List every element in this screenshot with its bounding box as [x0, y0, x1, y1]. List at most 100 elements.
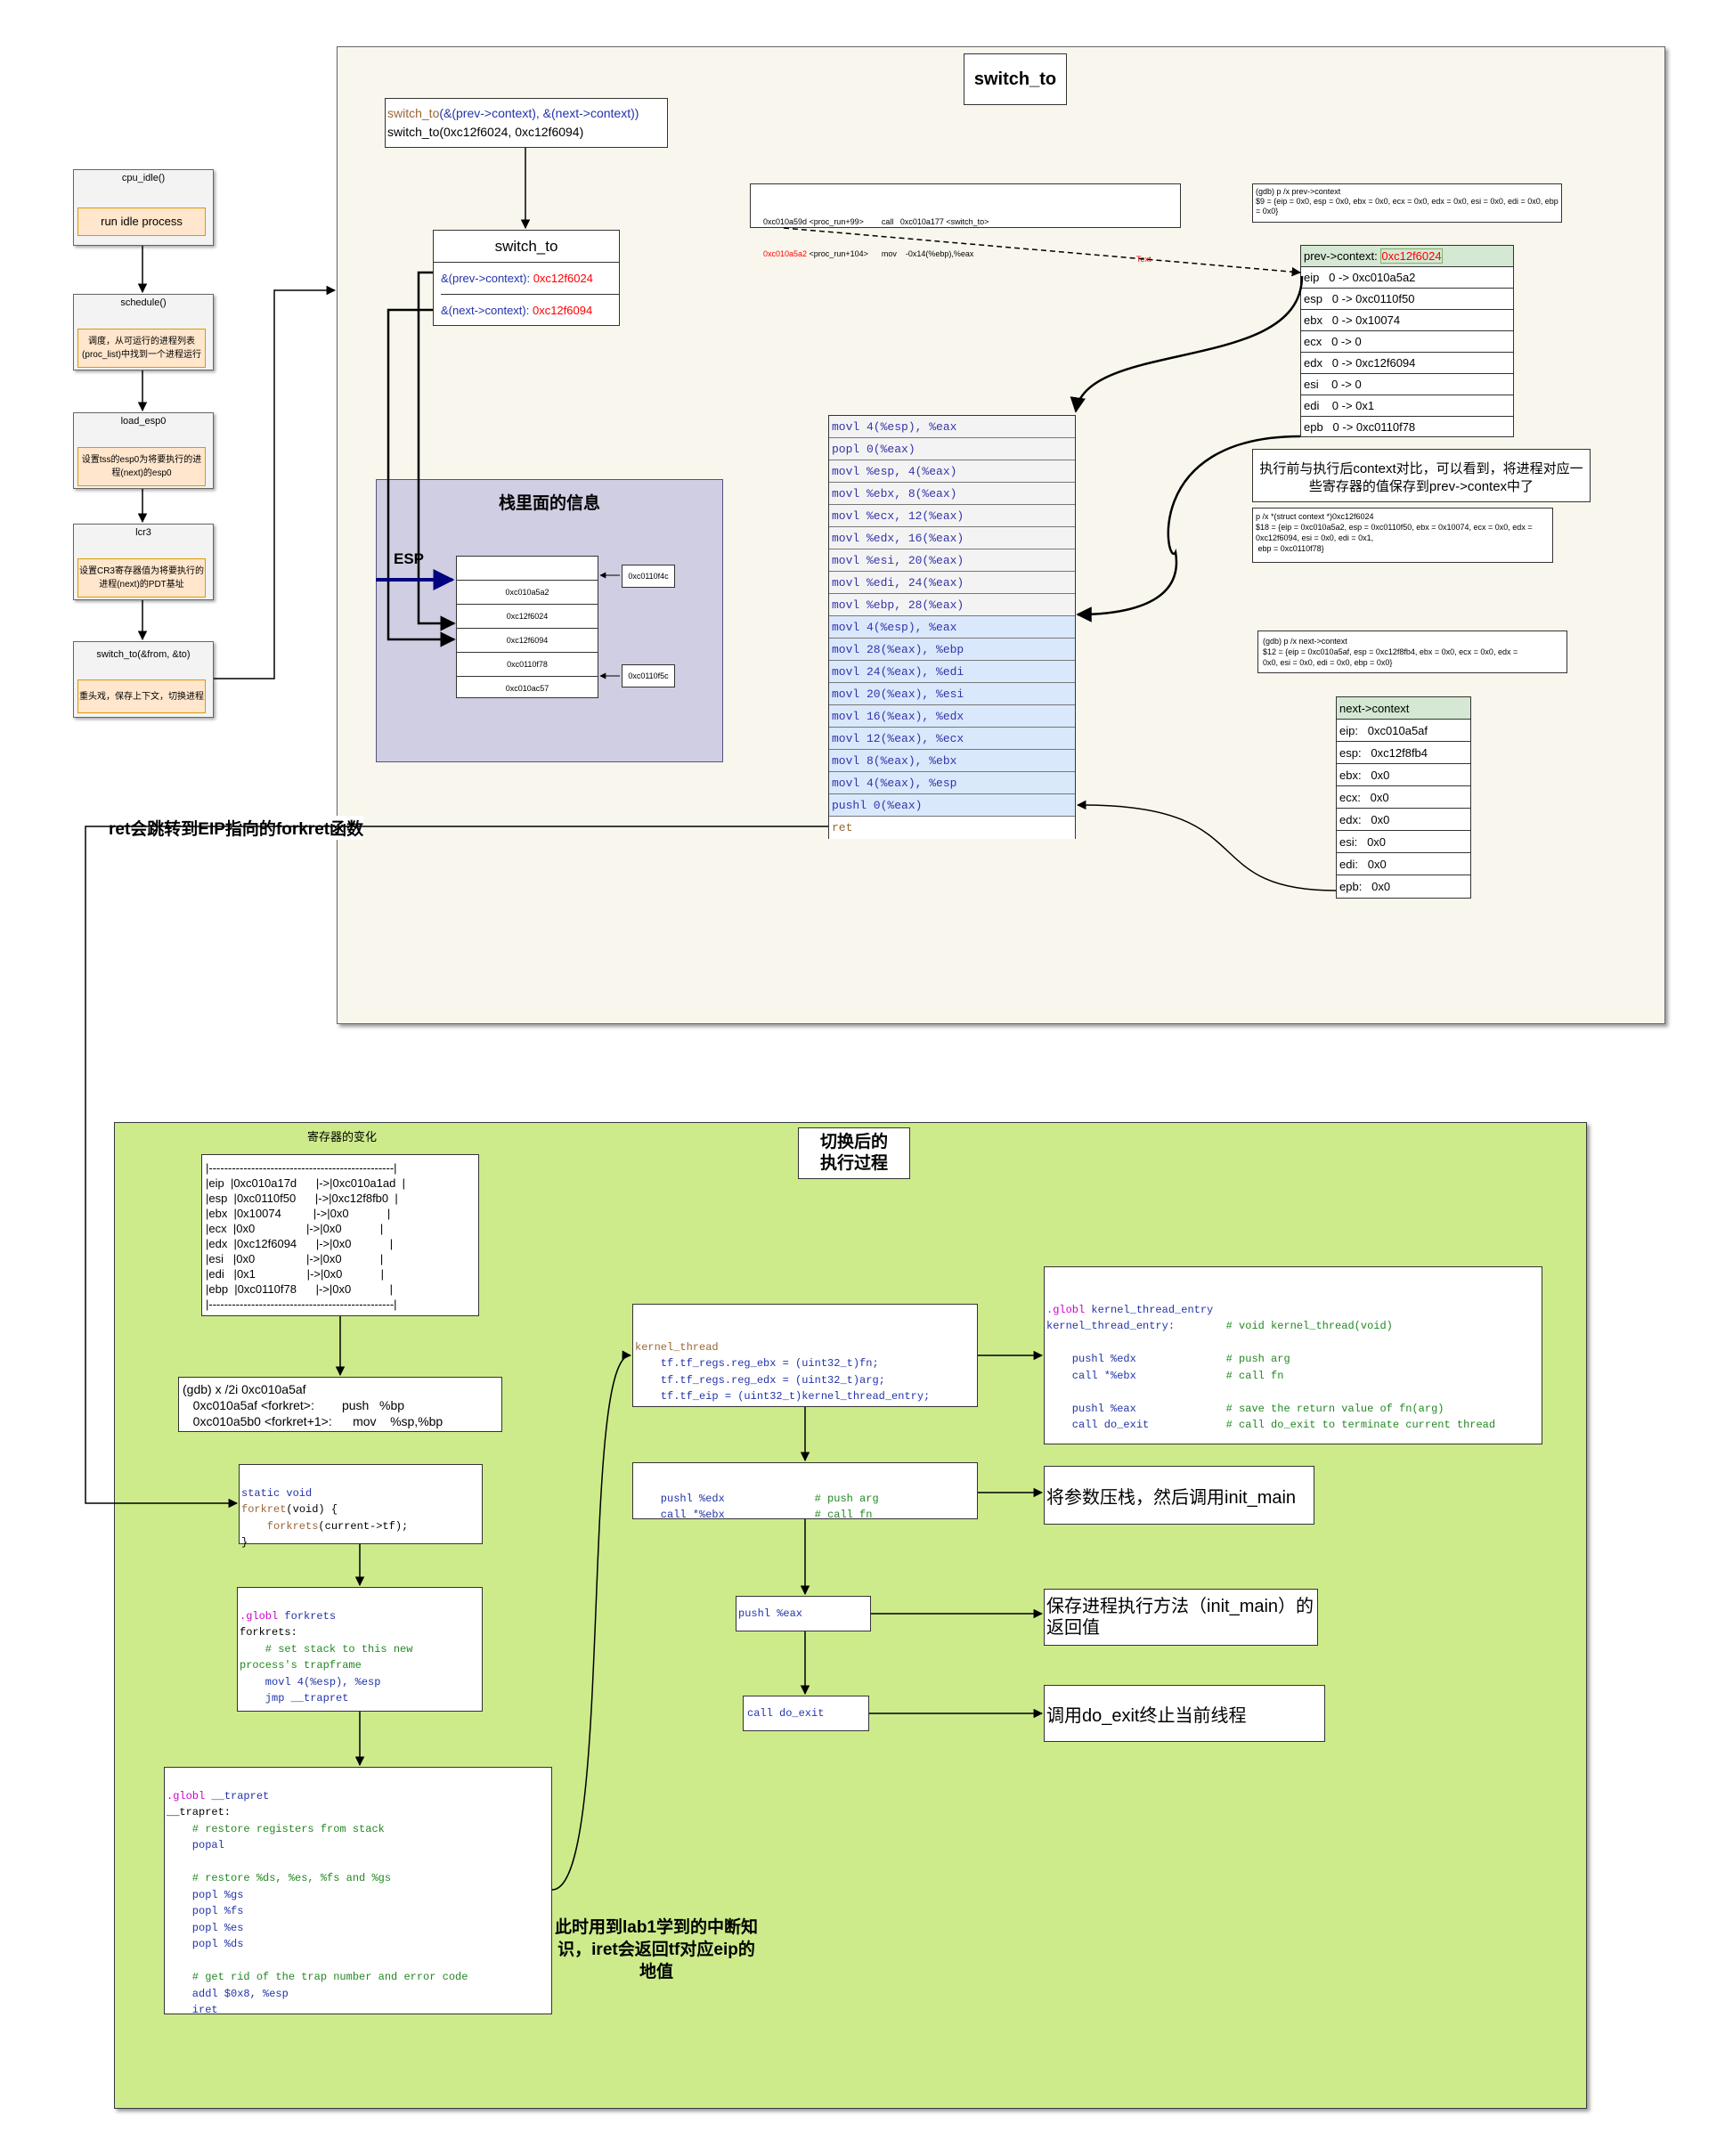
code-line: tf.tf_regs.reg_ebx = (uint32_t)fn; tf.tf…	[660, 1357, 931, 1403]
call-args: (&(prev->context), &(next->context))	[439, 106, 639, 120]
stack-table: 0xc010a5a2 0xc12f6024 0xc12f6094 0xc0110…	[456, 556, 598, 698]
arg2-row: &(next->context): 0xc12f6094	[441, 295, 619, 327]
arg2-value: 0xc12f6094	[532, 304, 593, 317]
code-comment: # save the return value of fn(arg)	[1135, 1402, 1444, 1415]
stack-cell: 0xc12f6094	[457, 629, 598, 653]
asm-line: movl %esi, 20(%eax)	[829, 549, 1075, 572]
code-comment: # push arg	[724, 1492, 879, 1505]
code-line: __trapret	[205, 1789, 270, 1802]
code-label: kernel_thread_entry:	[1046, 1320, 1176, 1332]
code-line: addl $0x8, %esp iret	[191, 1987, 289, 2017]
code-comment: # call fn	[1135, 1369, 1284, 1382]
code-comment: # call do_exit to terminate current thre…	[1149, 1419, 1496, 1431]
code-directive: .globl	[167, 1789, 206, 1802]
next-context-row: edi: 0x0	[1337, 853, 1470, 875]
asm-line: movl %ebp, 28(%eax)	[829, 594, 1075, 616]
code-line: kernel_thread_entry	[1085, 1303, 1214, 1316]
prev-context-header-label: prev->context:	[1304, 249, 1381, 263]
arg1-row: &(prev->context): 0xc12f6024	[441, 263, 619, 295]
disasm-line-2: <proc_run+104> mov -0x14(%ebp),%eax	[807, 249, 974, 258]
prev-context-row: esi 0 -> 0	[1301, 374, 1513, 395]
code-fn: forkret	[241, 1503, 287, 1516]
disasm-addr: 0xc010a5a2	[763, 249, 808, 258]
switch-to-title: switch_to	[964, 53, 1067, 105]
reg-change-title: 寄存器的变化	[306, 1130, 377, 1143]
gdb-next-box: (gdb) p /x next->context $12 = {eip = 0x…	[1257, 631, 1567, 673]
push-arg-code: pushl %edx # push arg call *%ebx # call …	[632, 1462, 978, 1521]
flow-step-label: cpu_idle()	[121, 173, 166, 183]
prev-context-table: prev->context: 0xc12f6024 eip 0 -> 0xc01…	[1300, 245, 1514, 437]
code-line: (void) {	[286, 1503, 338, 1516]
ret-note: ret会跳转到EIP指向的forkret函数	[109, 816, 364, 840]
arg2-label: &(next->context):	[441, 304, 533, 317]
code-comment: # restore %ds, %es, %fs and %gs	[167, 1872, 392, 1884]
code-line: pushl %eax	[1046, 1402, 1136, 1415]
stack-cell: 0xc12f6024	[457, 605, 598, 629]
code-line: pushl %edx	[1046, 1353, 1136, 1365]
switch-to-asm-table: movl 4(%esp), %eax popl 0(%eax) movl %es…	[828, 415, 1076, 839]
stack-cell: 0xc0110f78	[457, 653, 598, 677]
asm-line: popl 0(%eax)	[829, 438, 1075, 460]
switch-to-call-box: switch_to(&(prev->context), &(next->cont…	[385, 98, 668, 148]
next-context-row: esp: 0xc12f8fb4	[1337, 742, 1470, 764]
code-comment: # set stack to this new process's trapfr…	[240, 1642, 413, 1672]
code-line: call *%ebx	[635, 1509, 725, 1521]
prev-context-header-value: 0xc12f6024	[1380, 248, 1443, 264]
prev-context-row: edx 0 -> 0xc12f6094	[1301, 353, 1513, 374]
next-context-row: ecx: 0x0	[1337, 786, 1470, 809]
code-directive: .globl	[240, 1609, 279, 1623]
flow-step-label: switch_to(&from, &to)	[96, 649, 191, 660]
asm-line: movl 20(%eax), %esi	[829, 683, 1075, 705]
reg-change-table: |---------------------------------------…	[201, 1154, 479, 1316]
prev-context-row: esp 0 -> 0xc0110f50	[1301, 289, 1513, 310]
code-comment: # void kernel_thread(void)	[1175, 1320, 1393, 1332]
prev-context-row: edi 0 -> 0x1	[1301, 395, 1513, 417]
flow-step-detail: 设置tss的esp0为将要执行的进程(next)的esp0	[77, 447, 206, 486]
switch-to-table: switch_to &(prev->context): 0xc12f6024 &…	[433, 230, 620, 326]
call-fn-name: switch_to	[387, 106, 440, 120]
asm-line: movl 4(%esp), %eax	[829, 416, 1075, 438]
asm-line: movl 8(%eax), %ebx	[829, 750, 1075, 772]
prev-context-row: epb 0 -> 0xc0110f78	[1304, 420, 1416, 434]
code-line: (current->tf);	[318, 1519, 409, 1533]
stack-panel-title: 栈里面的信息	[498, 494, 600, 513]
asm-line: ret	[829, 817, 1075, 839]
next-context-header: next->context	[1337, 697, 1470, 720]
code-line: call *%ebx	[1046, 1369, 1136, 1382]
code-line: pushl %edx	[635, 1492, 725, 1505]
flow-step-label: lcr3	[135, 527, 151, 538]
gdb-struct-box: p /x *(struct context *)0xc12f6024 $18 =…	[1252, 508, 1553, 563]
after-switch-title: 切换后的执行过程	[798, 1127, 910, 1179]
code-directive: .globl	[1046, 1303, 1086, 1316]
disasm-box: 0xc010a59d <proc_run+99> call 0xc010a177…	[750, 183, 1181, 258]
switch-to-table-header: switch_to	[434, 231, 619, 263]
flow-step-lcr3: lcr3 设置CR3寄存器值为将要执行的进程(next)的PDT基址	[73, 524, 214, 600]
prev-context-row: ecx 0 -> 0	[1301, 331, 1513, 353]
prev-context-row: eip 0 -> 0xc010a5a2	[1301, 267, 1513, 289]
disasm-line-1: 0xc010a59d <proc_run+99> call 0xc010a177…	[763, 217, 989, 226]
next-context-row: edx: 0x0	[1337, 809, 1470, 831]
next-context-row: eip: 0xc010a5af	[1337, 720, 1470, 742]
kernel-thread-entry-code: .globl kernel_thread_entry kernel_thread_…	[1044, 1266, 1542, 1444]
gdb-x-box: (gdb) x /2i 0xc010a5af 0xc010a5af <forkr…	[178, 1377, 502, 1432]
pushl-eax-note: 保存进程执行方法（init_main）的返回值	[1044, 1589, 1318, 1646]
arg1-label: &(prev->context):	[441, 272, 533, 285]
flow-step-detail: 重头戏，保存上下文，切换进程	[77, 679, 206, 713]
asm-line: movl %ecx, 12(%eax)	[829, 505, 1075, 527]
prev-context-header: prev->context: 0xc12f6024	[1301, 246, 1513, 267]
code-line: popal	[167, 1839, 224, 1851]
call-do-exit-box: call do_exit	[743, 1696, 869, 1731]
flow-step-schedule: schedule() 调度，从可运行的进程列表(proc_list)中找到一个进…	[73, 294, 214, 370]
kernel-thread-code: kernel_thread tf.tf_regs.reg_ebx = (uint…	[632, 1304, 978, 1407]
asm-line: movl 24(%eax), %edi	[829, 661, 1075, 683]
asm-line: movl 4(%esp), %eax	[829, 616, 1075, 639]
call-line-2: switch_to(0xc12f6024, 0xc12f6094)	[387, 125, 584, 139]
flow-step-load-esp0: load_esp0 设置tss的esp0为将要执行的进程(next)的esp0	[73, 412, 214, 489]
code-line: popl %gs popl %fs popl %es popl %ds	[191, 1888, 244, 1951]
stack-cell	[457, 557, 598, 581]
code-fn: forkrets	[241, 1519, 319, 1533]
code-line: movl 4(%esp), %esp jmp __trapret	[264, 1675, 381, 1705]
asm-line: movl 28(%eax), %ebp	[829, 639, 1075, 661]
arg1-value: 0xc12f6024	[533, 272, 593, 285]
